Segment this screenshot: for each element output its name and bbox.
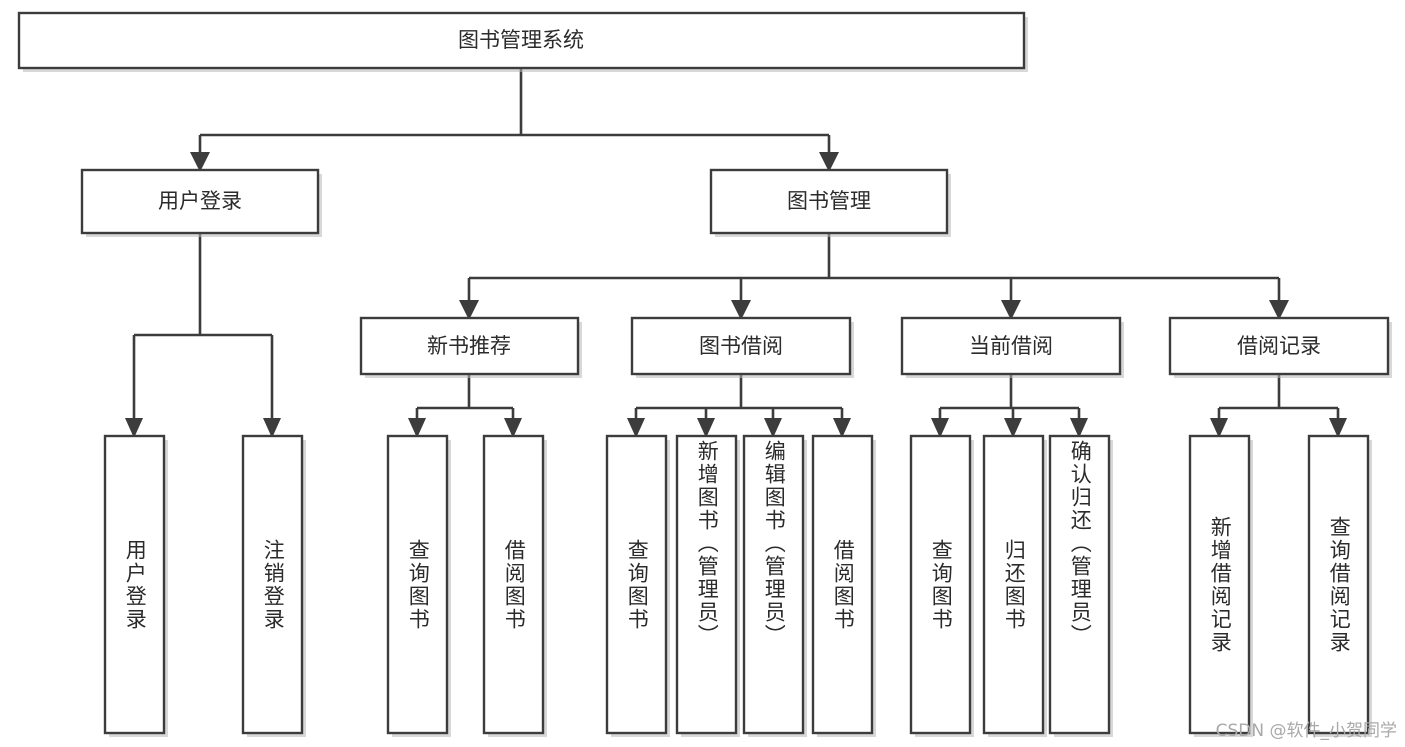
arrow-to-leaf-borrow-book-recommend [504, 418, 522, 438]
leaf-return-book-node-box[interactable] [982, 434, 1045, 735]
arrow-to-book-borrow [731, 300, 751, 320]
arrow-to-book-manage [819, 152, 839, 172]
arrow-to-leaf-confirm-return [1070, 418, 1088, 438]
book-manage-node-box[interactable] [709, 168, 949, 235]
user-login-node-label: 用户登录 [158, 189, 242, 213]
connector-new-book-recommend-bus [415, 374, 515, 424]
arrow-to-leaf-query-book-recommend [408, 418, 426, 438]
connector-user-login-bus [132, 233, 274, 424]
arrow-to-leaf-add-book [697, 418, 715, 438]
leaf-query-book-recommend-node-box[interactable] [386, 434, 449, 735]
borrow-record-node-label: 借阅记录 [1237, 334, 1321, 358]
current-borrow-node-label: 当前借阅 [969, 334, 1053, 358]
arrow-to-leaf-return-book [1004, 418, 1022, 438]
root-node-box[interactable] [17, 11, 1026, 70]
leaf-edit-book-node-box[interactable] [742, 434, 805, 735]
arrow-to-leaf-user-login [125, 418, 143, 438]
leaf-query-book-current-node-box[interactable] [909, 434, 972, 735]
book-borrow-node-box[interactable] [630, 316, 852, 376]
arrowhead-layer [125, 152, 1347, 438]
leaf-confirm-return-node-box[interactable] [1048, 434, 1111, 735]
user-login-node-box[interactable] [80, 168, 320, 235]
borrow-record-node-box[interactable] [1168, 316, 1390, 376]
node-label-layer: 图书管理系统 用户登录 图书管理 新书推荐 图书借阅 当前借阅 借阅记录 [158, 28, 1321, 358]
new-book-recommend-node-label: 新书推荐 [427, 334, 511, 358]
arrow-to-current-borrow [1001, 300, 1021, 320]
arrow-to-leaf-add-borrow-record [1210, 418, 1228, 438]
new-book-recommend-node-box[interactable] [359, 316, 580, 376]
arrow-to-new-book-recommend [459, 300, 479, 320]
connector-root-bus [198, 68, 831, 158]
leaf-user-login-node-box[interactable] [103, 434, 166, 735]
arrow-to-borrow-record [1269, 300, 1289, 320]
current-borrow-node-box[interactable] [900, 316, 1122, 376]
book-borrow-node-label: 图书借阅 [699, 334, 783, 358]
leaf-add-book-node-box[interactable] [675, 434, 738, 735]
csdn-watermark: CSDN @软件_小贺同学 [1215, 721, 1397, 741]
arrow-to-leaf-query-book-borrow [627, 418, 645, 438]
connector-book-manage-bus [467, 233, 1281, 306]
arrow-to-leaf-user-logout [263, 418, 281, 438]
leaf-user-logout-node-box[interactable] [241, 434, 304, 735]
node-box-layer [17, 11, 1392, 737]
connector-book-borrow-bus [634, 374, 844, 424]
connector-layer [132, 68, 1340, 424]
arrow-to-leaf-borrow-book [833, 418, 851, 438]
leaf-add-borrow-record-node-box[interactable] [1188, 434, 1251, 735]
arrow-to-leaf-query-borrow-record [1329, 418, 1347, 438]
leaf-query-borrow-record-node-box[interactable] [1307, 434, 1370, 735]
leaf-borrow-book-recommend-node-box[interactable] [482, 434, 545, 735]
leaf-query-book-borrow-node-box[interactable] [605, 434, 668, 735]
arrow-to-leaf-edit-book [764, 418, 782, 438]
connector-borrow-record-bus [1217, 374, 1340, 424]
connector-current-borrow-bus [938, 374, 1081, 424]
root-node-label: 图书管理系统 [458, 28, 584, 52]
leaf-borrow-book-node-box[interactable] [811, 434, 874, 735]
arrow-to-user-login [190, 152, 210, 172]
arrow-to-leaf-query-book-current [931, 418, 949, 438]
book-manage-node-label: 图书管理 [787, 189, 871, 213]
